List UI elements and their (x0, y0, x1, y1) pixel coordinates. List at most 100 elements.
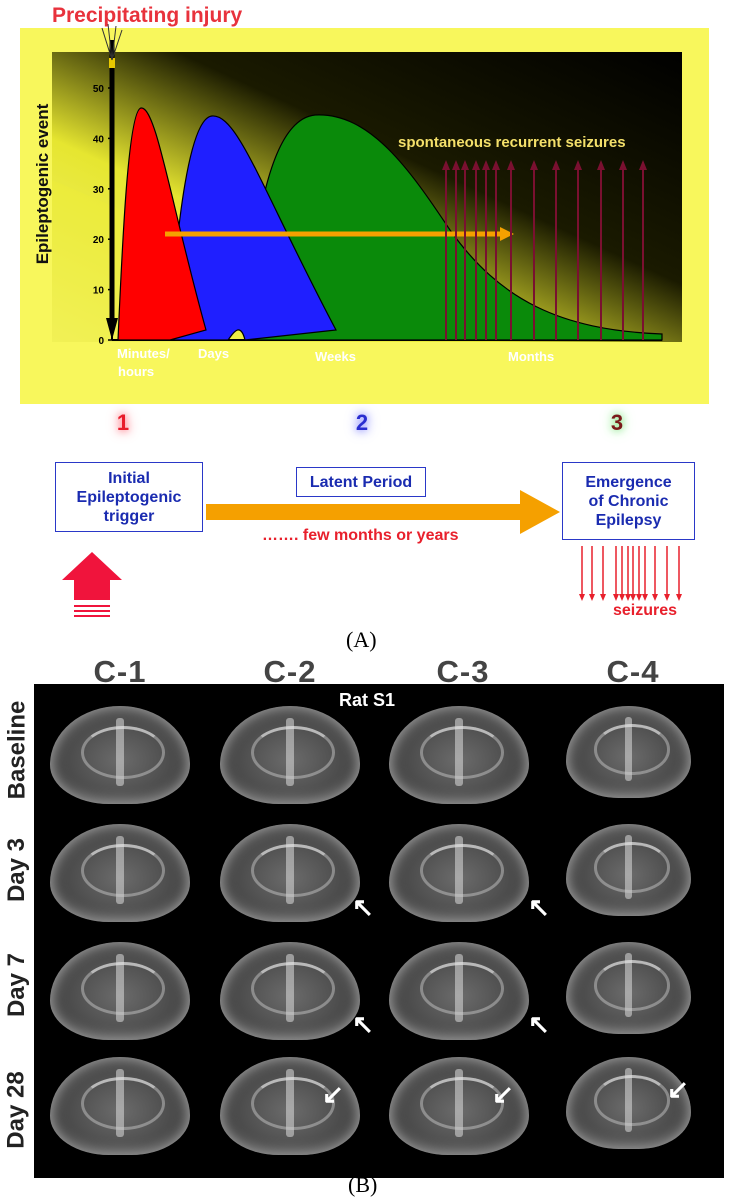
stage-3-number: 3 (610, 410, 624, 435)
trigger-up-arrow (62, 552, 122, 600)
y-tick-label: 0 (98, 336, 104, 347)
column-header-c3: C-3 (436, 654, 490, 689)
lesion-arrow-icon: ↖ (352, 1009, 374, 1039)
row-header-day28-text: Day 28 (3, 1071, 31, 1149)
stage-1-number: 1 (116, 410, 130, 435)
y-tick-label: 20 (93, 235, 105, 246)
small-seizure-arrowhead (636, 594, 642, 601)
small-seizure-arrowhead (664, 594, 670, 601)
row-header-baseline-text: Baseline (3, 700, 30, 800)
panel-b-label: (B) (348, 1172, 378, 1197)
column-header-c4: C-4 (606, 654, 660, 689)
brain-scan-c-2-baseline (220, 706, 360, 804)
latent-period-text: Latent Period (309, 473, 413, 491)
seizure-arrowhead (552, 160, 560, 170)
small-seizure-arrowhead (619, 594, 625, 601)
seizure-arrowhead (639, 160, 647, 170)
brain-scan-c-4-day7 (566, 942, 691, 1034)
seizure-arrowhead (461, 160, 469, 170)
brain-scan-c-3-day3 (389, 824, 529, 922)
time-label-days: Days (198, 346, 229, 361)
small-seizure-arrowhead (625, 594, 631, 601)
column-header-c2: C-2 (263, 654, 317, 689)
seizure-arrowhead (442, 160, 450, 170)
brain-scan-c-3-day7 (389, 942, 529, 1040)
seizure-arrowhead (530, 160, 538, 170)
lesion-arrow-icon: ↙ (322, 1079, 344, 1109)
small-seizure-arrowhead (600, 594, 606, 601)
y-tick-label: 30 (93, 185, 105, 196)
panel-a-label: (A) (346, 627, 377, 652)
y-tick-label: 40 (93, 134, 105, 145)
seizure-arrowhead (482, 160, 490, 170)
seizure-arrowhead (574, 160, 582, 170)
latent-progression-arrowhead (500, 227, 514, 241)
small-seizure-arrowhead (589, 594, 595, 601)
chronic-epilepsy-box: Emergence of Chronic Epilepsy (562, 462, 695, 540)
time-label-minutes: Minutes/ (117, 346, 170, 361)
wave-days (169, 115, 337, 341)
injury-spark-line (111, 29, 123, 61)
brain-scan-c-1-day28 (50, 1057, 190, 1155)
seizure-arrowhead (492, 160, 500, 170)
brain-scan-c-4-day28 (566, 1057, 691, 1149)
latent-period-box: Latent Period (296, 467, 426, 497)
row-header-day7-text: Day 7 (3, 952, 31, 1018)
time-label-weeks: Weeks (315, 349, 356, 364)
row-header-day3: Day 3 (0, 815, 34, 925)
brain-scan-c-4-day3 (566, 824, 691, 916)
seizure-arrowhead (597, 160, 605, 170)
row-header-baseline: Baseline (0, 690, 34, 810)
injury-spark-line (107, 23, 113, 61)
latent-period-arrow-body (206, 504, 526, 520)
wave-minutes-hours (117, 107, 207, 341)
seizures-small-label: seizures (613, 602, 678, 619)
brain-scan-c-2-day3 (220, 824, 360, 922)
initial-trigger-text: Initial Epileptogenic trigger (76, 469, 182, 525)
seizure-arrowhead (507, 160, 515, 170)
duration-label: ……. few months or years (262, 527, 459, 544)
seizures-label-text: spontaneous recurrent seizures (398, 134, 626, 151)
column-header-c1: C-1 (93, 654, 147, 689)
lesion-arrow-icon: ↖ (528, 1009, 550, 1039)
small-seizure-arrowhead (652, 594, 658, 601)
small-seizure-arrowhead (579, 594, 585, 601)
brain-scan-c-4-baseline (566, 706, 691, 798)
small-seizure-arrowhead (613, 594, 619, 601)
time-label-months: Months (508, 349, 554, 364)
brain-scan-c-2-day7 (220, 942, 360, 1040)
small-seizure-arrowhead (642, 594, 648, 601)
injury-needle-band (109, 58, 115, 68)
small-seizure-arrowhead (630, 594, 636, 601)
lesion-arrow-icon: ↙ (492, 1079, 514, 1109)
brain-scan-c-2-day28 (220, 1057, 360, 1155)
injury-needle-tip (106, 318, 118, 340)
y-axis-label: Epileptogenic event (33, 103, 52, 265)
rat-label: Rat S1 (339, 690, 396, 710)
seizure-arrowhead (472, 160, 480, 170)
row-header-day3-text: Day 3 (3, 837, 31, 903)
injury-spark-line (101, 27, 113, 61)
y-tick-label: 50 (93, 84, 105, 95)
brain-scan-c-3-day28 (389, 1057, 529, 1155)
row-header-day7: Day 7 (0, 930, 34, 1040)
small-seizure-arrowhead (676, 594, 682, 601)
brain-scan-c-1-day7 (50, 942, 190, 1040)
latent-period-arrow-head (520, 490, 560, 534)
initial-trigger-box: Initial Epileptogenic trigger (55, 462, 203, 532)
lesion-arrow-icon: ↖ (352, 892, 374, 922)
row-header-day28: Day 28 (0, 1045, 34, 1175)
lesion-arrow-icon: ↙ (667, 1074, 689, 1104)
injury-spark-line (111, 25, 117, 61)
brain-scan-c-3-baseline (389, 706, 529, 804)
time-label-hours: hours (118, 364, 154, 379)
stage-2-number: 2 (355, 410, 369, 435)
brain-scan-c-1-baseline (50, 706, 190, 804)
seizure-arrowhead (452, 160, 460, 170)
mri-image-grid: Rat S1 ↖ ↖ ↖ ↖ ↙ ↙ ↙ (34, 684, 724, 1178)
precipitating-injury-label: Precipitating injury (52, 4, 243, 27)
brain-scan-c-1-day3 (50, 824, 190, 922)
seizure-arrowhead (619, 160, 627, 170)
lesion-arrow-icon: ↖ (528, 892, 550, 922)
